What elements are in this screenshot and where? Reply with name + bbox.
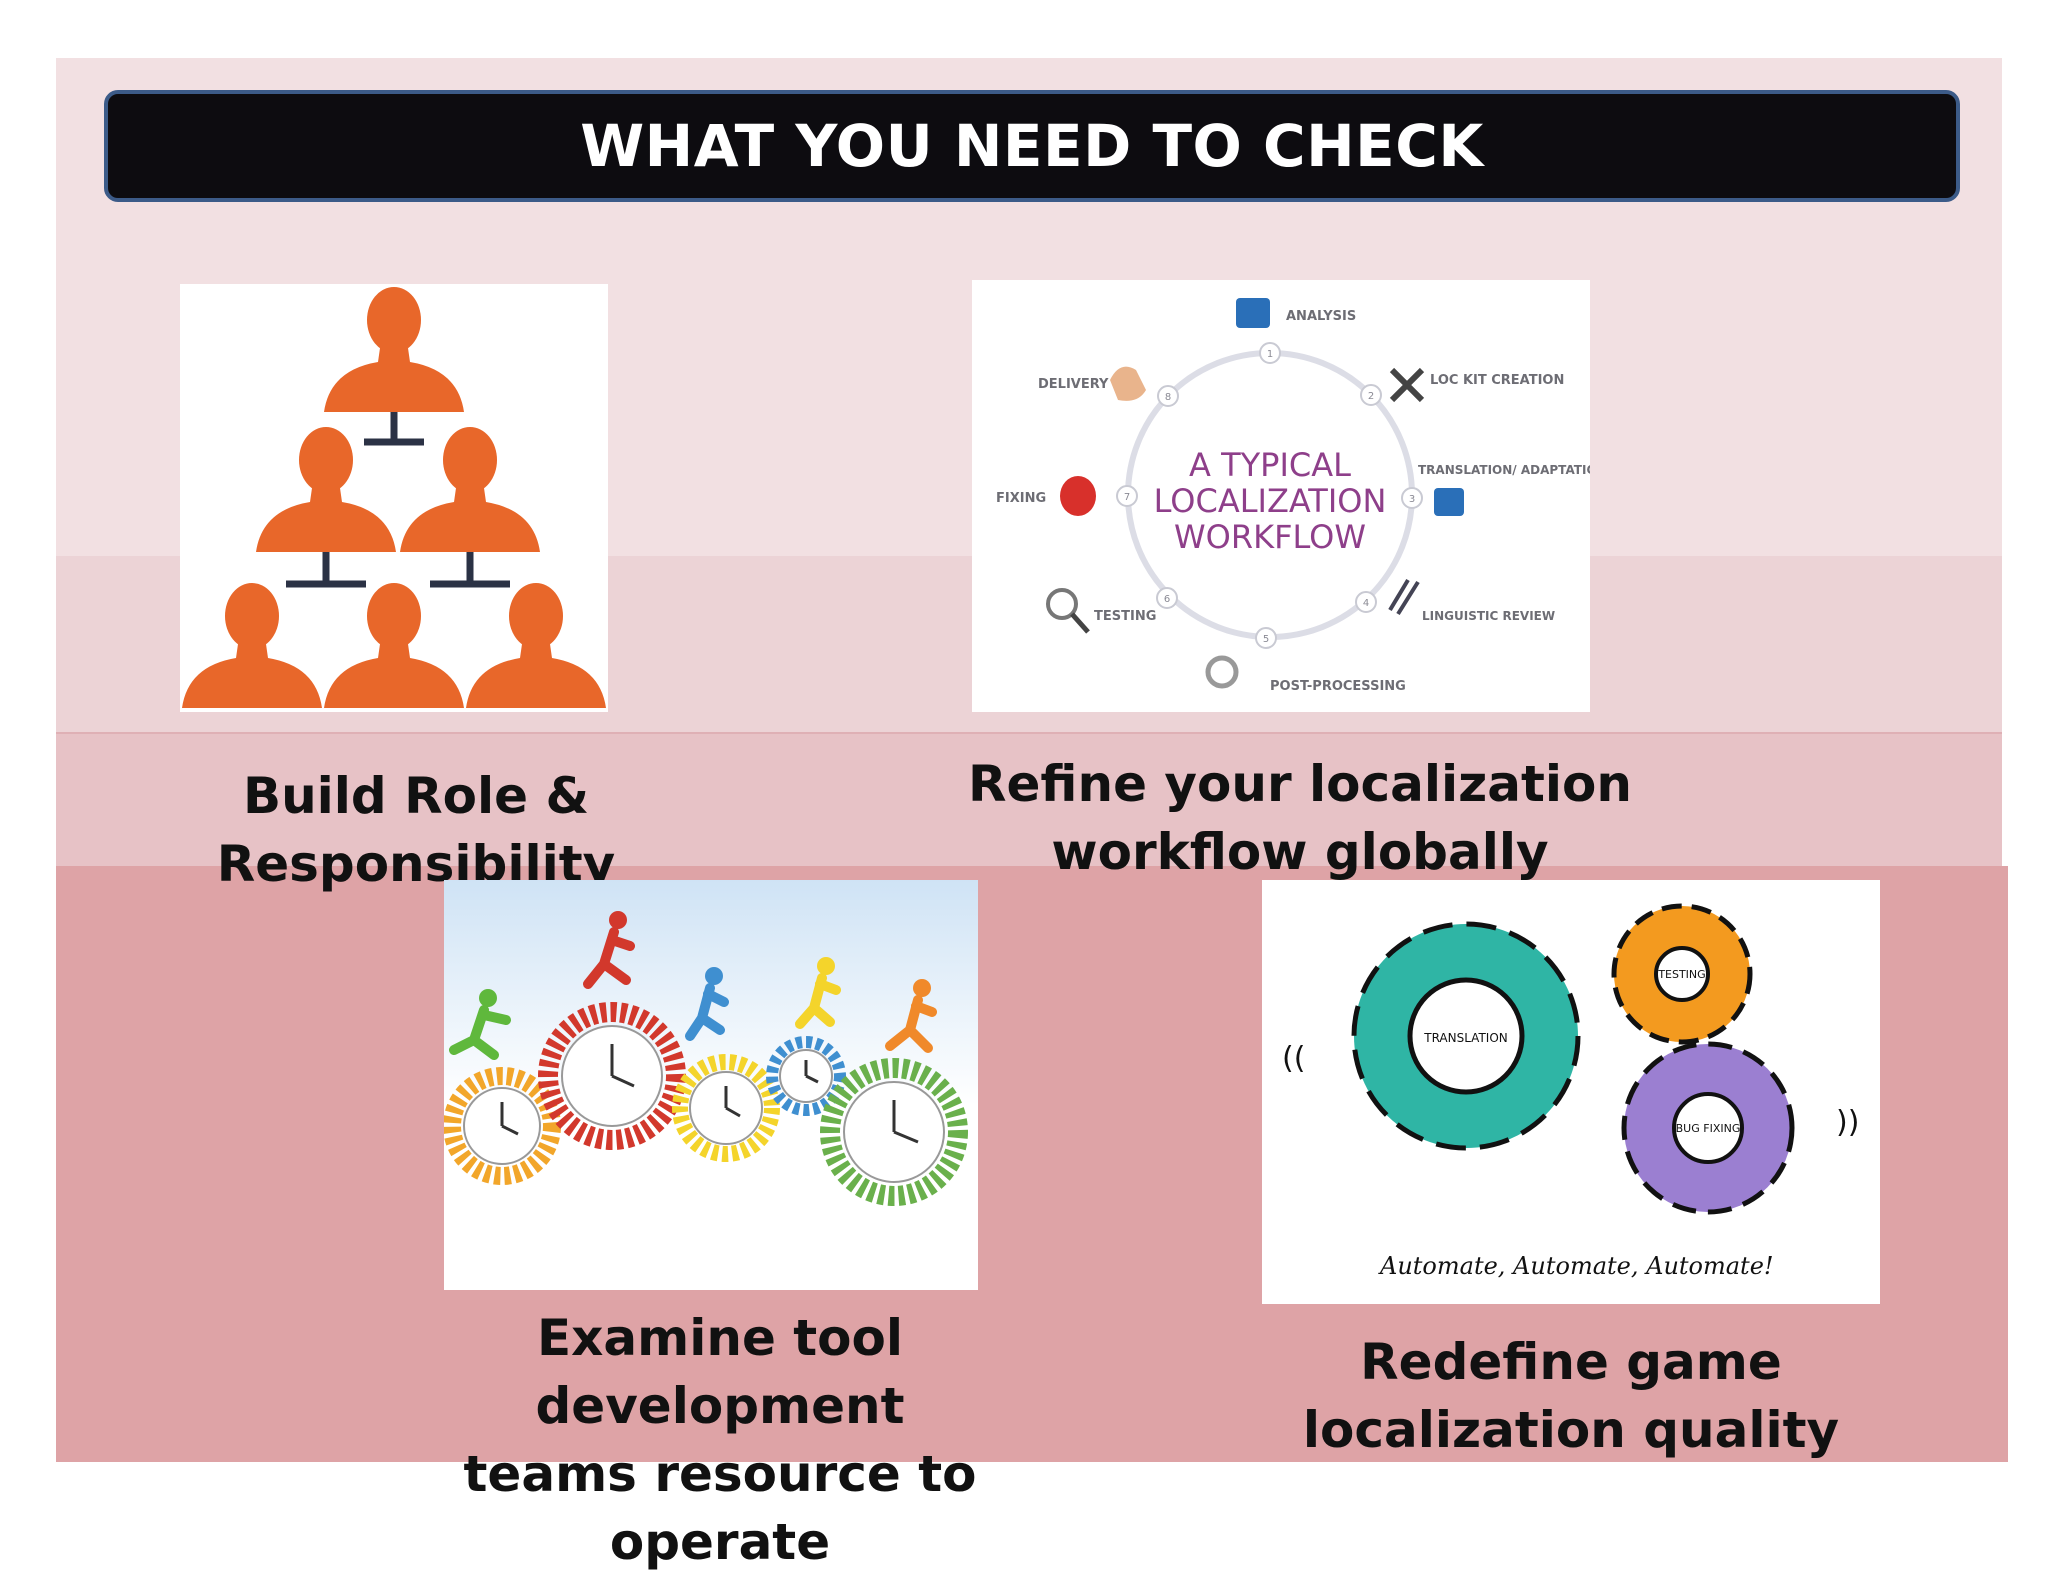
caption-line: Build Role & Responsibility (216, 767, 616, 893)
caption-line: Examine tool development (535, 1309, 905, 1435)
tools-icon (1389, 367, 1425, 403)
workflow-step-num: 3 (1409, 494, 1415, 505)
caption-role-responsibility: Build Role & Responsibility (56, 762, 776, 898)
hand-icon (1110, 366, 1146, 401)
workflow-step-num: 1 (1267, 349, 1273, 360)
workflow-step-label: TRANSLATION/ ADAPTATION (1418, 463, 1590, 477)
title-bar: WHAT YOU NEED TO CHECK (104, 90, 1960, 202)
ladybug-icon (1060, 476, 1096, 516)
caption-line: Redefine game (1360, 1333, 1782, 1391)
running-people-on-clock-gears (444, 880, 978, 1290)
motion-marks: (( (1282, 1041, 1305, 1076)
caption-localization-workflow: Refine your localization workflow global… (960, 750, 1640, 886)
analysis-icon (1236, 298, 1270, 328)
pen-icon (1388, 578, 1420, 616)
workflow-center-line: LOCALIZATION (1154, 482, 1387, 520)
workflow-step-label: ANALYSIS (1286, 309, 1356, 324)
workflow-step-label: POST-PROCESSING (1270, 679, 1406, 694)
caption-localization-quality: Redefine game localization quality (1246, 1328, 1896, 1464)
runner-icon (583, 911, 635, 989)
workflow-step-num: 2 (1368, 391, 1374, 402)
caption-line: localization quality (1302, 1401, 1840, 1459)
workflow-step-label: FIXING (996, 491, 1046, 506)
workflow-step-num: 4 (1363, 598, 1369, 609)
runner-icon (885, 979, 937, 1053)
gear-label: TESTING (1657, 968, 1705, 981)
runner-icon (685, 967, 729, 1041)
workflow-step-num: 5 (1263, 634, 1269, 645)
gears-drawing: TRANSLATION TESTING BUG FIXING (( )) Aut… (1262, 880, 1880, 1304)
motion-marks: )) (1836, 1105, 1859, 1140)
workflow-step-num: 7 (1124, 492, 1130, 503)
workflow-step-label: LINGUISTIC REVIEW (1422, 609, 1555, 623)
caption-line: teams resource to operate (463, 1445, 977, 1571)
gears-tagline: Automate, Automate, Automate! (1378, 1252, 1774, 1280)
translate-icon (1434, 488, 1464, 516)
workflow-step-num: 6 (1164, 594, 1170, 605)
workflow-center-line: A TYPICAL (1189, 446, 1351, 484)
gear-icon (1205, 655, 1239, 689)
workflow-step-label: LOC KIT CREATION (1430, 373, 1564, 388)
runner-icon (795, 957, 841, 1029)
org-chart-icon (180, 284, 608, 712)
gear-label: TRANSLATION (1423, 1031, 1508, 1045)
workflow-step-label: TESTING (1094, 609, 1156, 624)
workflow-center-line: WORKFLOW (1174, 518, 1366, 556)
runner-icon (449, 989, 511, 1060)
slide-title: WHAT YOU NEED TO CHECK (580, 112, 1484, 180)
caption-line: workflow globally (1051, 823, 1549, 881)
caption-line: Refine your localization (968, 755, 1632, 813)
slide-band-middle-lower (56, 732, 2002, 868)
caption-tool-development: Examine tool development teams resource … (370, 1304, 1070, 1576)
magnifier-icon (1046, 588, 1078, 620)
workflow-step-label: DELIVERY (1038, 377, 1109, 392)
localization-workflow-diagram: 1 2 3 4 5 6 7 8 A TYPICAL LOCALIZATION W… (972, 280, 1590, 712)
gear-label: BUG FIXING (1676, 1122, 1741, 1135)
workflow-step-num: 8 (1165, 392, 1171, 403)
